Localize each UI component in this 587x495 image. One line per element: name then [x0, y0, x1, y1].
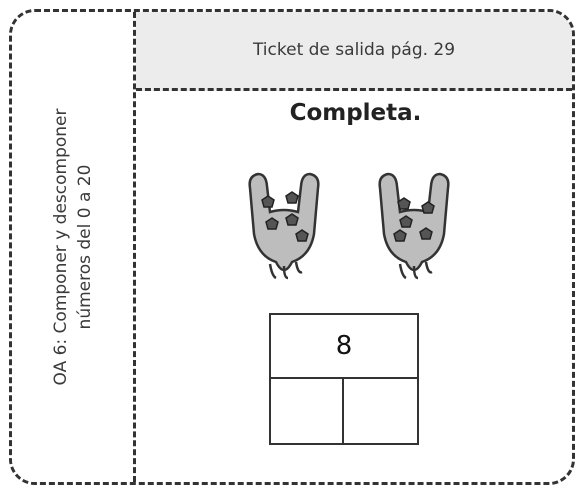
side-panel: OA 6: Componer y descomponer números del…	[12, 12, 136, 482]
learning-objective: OA 6: Componer y descomponer números del…	[49, 27, 97, 467]
instruction-text: Completa.	[289, 100, 422, 126]
objective-line-1: OA 6: Componer y descomponer	[50, 108, 71, 386]
hand-with-counters-icon	[378, 172, 450, 280]
hand-with-counters-icon	[248, 172, 320, 280]
bond-part-right-box[interactable]	[344, 379, 417, 443]
page-title: Ticket de salida pág. 29	[252, 40, 456, 60]
header: Ticket de salida pág. 29	[136, 12, 572, 91]
exit-ticket-card: OA 6: Componer y descomponer números del…	[9, 9, 575, 485]
number-bond: 8	[269, 313, 419, 445]
objective-line-2: números del 0 a 20	[74, 164, 95, 330]
bond-whole-box: 8	[271, 315, 417, 379]
bond-part-left-box[interactable]	[271, 379, 344, 443]
